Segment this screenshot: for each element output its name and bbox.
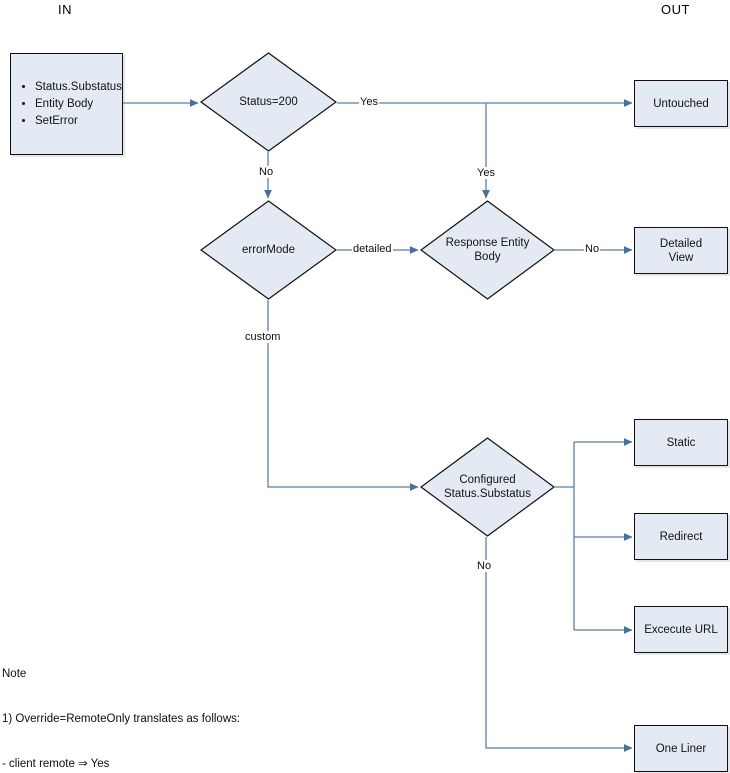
decision-errormode[interactable]: errorMode <box>200 200 337 300</box>
edge-label-reb-yes: Yes <box>476 167 496 179</box>
output-one-liner[interactable]: One Liner <box>634 725 728 772</box>
edge-label-reb-no: No <box>584 243 601 255</box>
edge-label-configured-no: No <box>476 560 493 572</box>
diamond-shape <box>200 52 337 152</box>
column-header-out: OUT <box>661 2 690 17</box>
output-execute-url[interactable]: Excecute URL <box>634 606 728 653</box>
note-heading: Note <box>2 668 27 680</box>
note-block: Note 1) Override=RemoteOnly translates a… <box>2 637 253 773</box>
edge-configured-no-one-liner <box>485 537 633 752</box>
output-label-line1: Detailed <box>659 237 703 250</box>
output-untouched[interactable]: Untouched <box>634 80 728 127</box>
edge-label-errormode-detailed: detailed <box>352 243 393 255</box>
list-item: Status.Substatus <box>35 79 122 96</box>
decision-status-200[interactable]: Status=200 <box>200 52 337 152</box>
edge-errormode-custom-configured <box>267 300 419 491</box>
diamond-shape <box>420 200 555 300</box>
input-node[interactable]: Status.Substatus Entity Body SetError <box>10 53 123 155</box>
decision-response-entity-body[interactable]: Response Entity Body <box>420 200 555 300</box>
list-item: SetError <box>35 113 122 130</box>
input-item-list: Status.Substatus Entity Body SetError <box>11 79 122 130</box>
output-redirect[interactable]: Redirect <box>634 513 728 560</box>
edge-label-status200-no: No <box>258 166 275 178</box>
diamond-shape <box>200 200 337 300</box>
output-static[interactable]: Static <box>634 419 728 466</box>
note-line: 1) Override=RemoteOnly translates as fol… <box>2 713 241 725</box>
diamond-shape <box>420 437 555 537</box>
edge-label-status200-yes: Yes <box>359 96 379 108</box>
edge-label-errormode-custom: custom <box>244 331 282 343</box>
column-header-in: IN <box>58 2 72 17</box>
output-label-line2: View <box>668 251 694 264</box>
list-item: Entity Body <box>35 96 122 113</box>
decision-configured-status-substatus[interactable]: Configured Status.Substatus <box>420 437 555 537</box>
output-detailed-view[interactable]: Detailed View <box>634 227 728 274</box>
note-line: - client remote ⇒ Yes <box>2 758 110 770</box>
